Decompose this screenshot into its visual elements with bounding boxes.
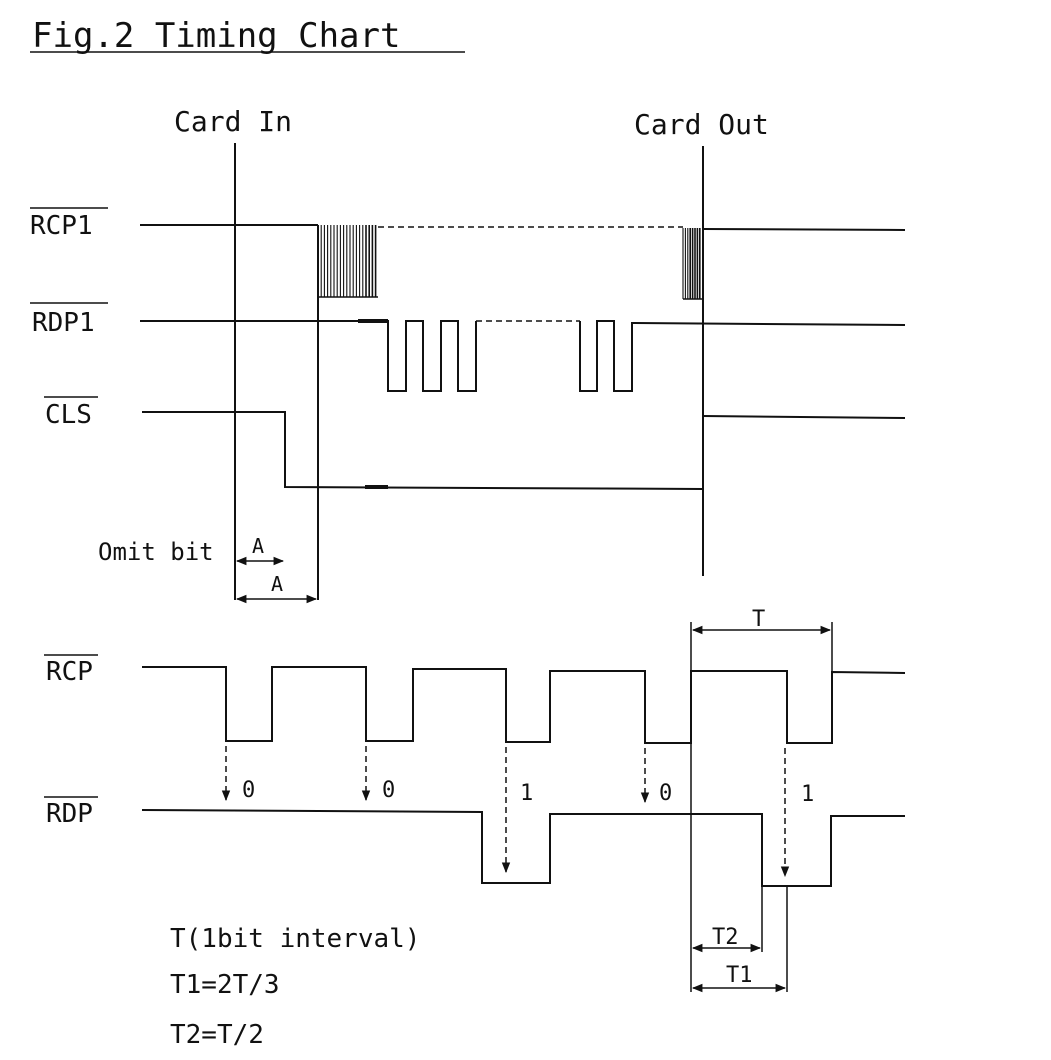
legend-line-3: T2=T/2 — [170, 1020, 264, 1050]
rdp-label-group: RDP — [44, 796, 98, 829]
rcp1-waveform — [140, 224, 906, 300]
bit-value-5: 1 — [801, 782, 814, 807]
figure-title: Fig.2 Timing Chart — [32, 16, 400, 56]
cls-waveform — [142, 225, 906, 600]
t-label: T — [752, 607, 765, 632]
rcp1-label-group: RCP1 — [30, 207, 108, 241]
rcp-label-group: RCP — [44, 654, 98, 687]
rdp1-label-group: RDP1 — [30, 302, 108, 338]
rcp1-label: RCP1 — [30, 211, 93, 241]
t1-label: T1 — [726, 963, 753, 988]
rcp-label: RCP — [46, 657, 93, 687]
bit-value-4: 0 — [659, 781, 672, 806]
rdp-label: RDP — [46, 799, 93, 829]
cls-label-group: CLS — [44, 396, 98, 430]
cls-label: CLS — [45, 400, 92, 430]
bit-value-3: 1 — [520, 781, 533, 806]
legend-line-2: T1=2T/3 — [170, 970, 280, 1000]
a-long-label: A — [271, 572, 283, 596]
bit-value-2: 0 — [382, 778, 395, 803]
rdp1-label: RDP1 — [32, 308, 95, 338]
t-dimension — [690, 622, 833, 672]
a-short-label: A — [252, 534, 264, 558]
legend-line-1: T(1bit interval) — [170, 924, 420, 954]
omit-bit-label: Omit bit — [98, 538, 214, 566]
rdp1-waveform — [140, 319, 906, 392]
rcp-waveform — [142, 666, 906, 744]
card-out-label: Card Out — [634, 108, 769, 141]
t2-label: T2 — [712, 925, 739, 950]
t1-dimension — [691, 886, 788, 993]
rcp1-pulse-burst-end — [682, 228, 702, 300]
t2-dimension — [690, 743, 763, 992]
sampling-arrows — [221, 746, 790, 878]
rdp-waveform — [141, 809, 905, 887]
bit-value-1: 0 — [242, 778, 255, 803]
rcp1-pulse-burst-start — [317, 225, 378, 298]
card-in-label: Card In — [174, 105, 292, 138]
